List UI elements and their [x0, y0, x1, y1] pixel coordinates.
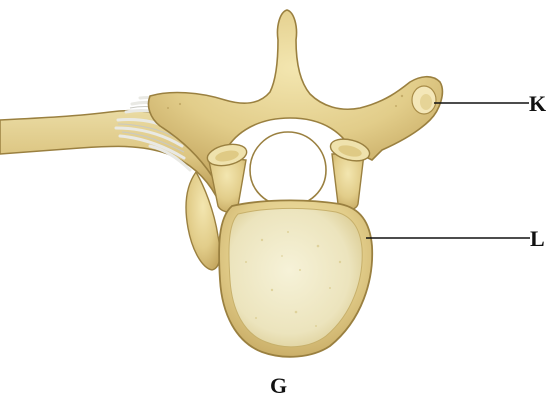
figure-caption: G — [270, 375, 287, 397]
label-k: K — [529, 93, 546, 115]
label-l: L — [530, 228, 545, 250]
right-superior-articular-process — [332, 154, 364, 210]
vertebral-foramen — [250, 132, 326, 206]
